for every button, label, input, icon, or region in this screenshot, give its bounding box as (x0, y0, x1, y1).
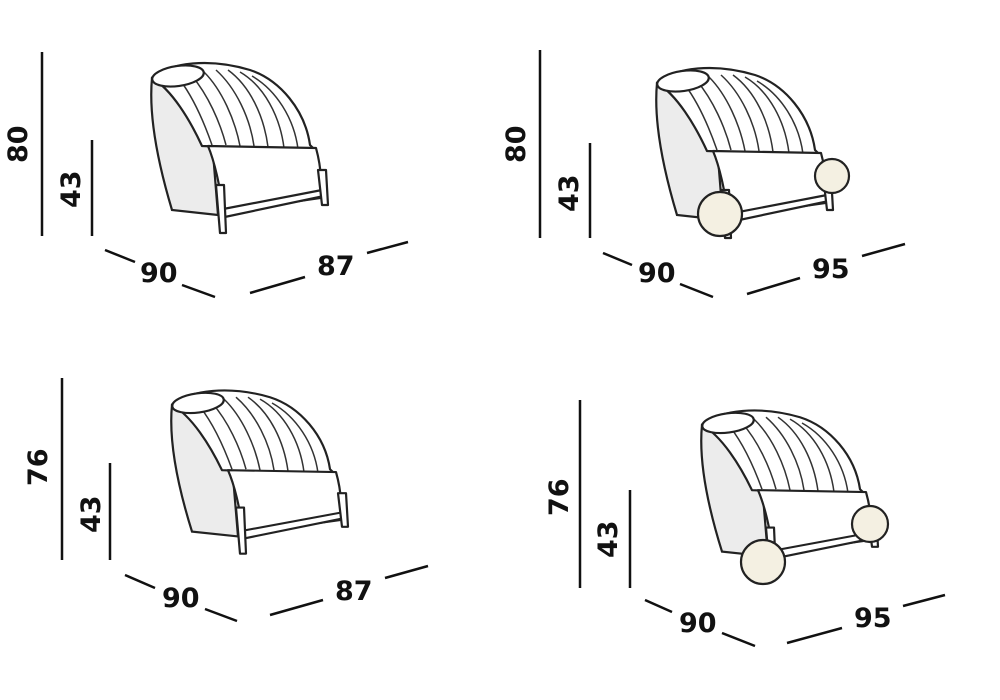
width-dimension-line (746, 276, 801, 296)
width-label: 95 (854, 603, 892, 634)
height-total-label: 80 (3, 125, 34, 163)
height-total-label: 76 (23, 448, 54, 486)
seat-height-label: 43 (56, 170, 87, 208)
width-dimension-line (269, 598, 324, 617)
depth-dimension-line (181, 283, 216, 299)
drawing-1: 80 43 90 87 (3, 52, 409, 299)
depth-dimension-line (104, 248, 136, 264)
depth-label: 90 (162, 583, 200, 614)
armchair-legs-illustration (149, 61, 330, 235)
width-label: 95 (812, 254, 850, 285)
width-dimension-line (786, 626, 843, 645)
depth-dimension-line (679, 282, 714, 299)
drawing-4: 76 43 90 95 (544, 400, 946, 648)
width-label: 87 (335, 576, 373, 607)
depth-dimension-line (721, 631, 756, 648)
drawing-2: 80 43 90 95 (501, 50, 906, 299)
height-total-label: 80 (501, 125, 532, 163)
depth-dimension-line (644, 598, 673, 614)
wheel (813, 157, 851, 195)
armchair-wheels-illustration (654, 66, 835, 240)
wheel (850, 504, 890, 544)
depth-dimension-line (602, 251, 633, 267)
wheel (696, 190, 744, 238)
width-dimension-line (366, 240, 409, 255)
seat-height-label: 43 (593, 520, 624, 558)
drawing-3: 76 43 90 87 (23, 378, 429, 623)
depth-label: 90 (140, 258, 178, 289)
width-dimension-line (384, 564, 429, 580)
seat-height-label: 43 (76, 495, 107, 533)
height-total-label: 76 (544, 478, 575, 516)
width-label: 87 (317, 251, 355, 282)
depth-label: 90 (638, 258, 676, 289)
wheel (739, 538, 787, 586)
depth-label: 90 (679, 608, 717, 639)
width-dimension-line (861, 242, 906, 258)
width-dimension-line (249, 275, 306, 295)
depth-dimension-line (124, 573, 156, 590)
armchair-wheels-illustration (699, 408, 880, 575)
depth-dimension-line (204, 607, 238, 623)
width-dimension-line (902, 593, 946, 608)
armchair-legs-illustration (169, 388, 350, 555)
seat-height-label: 43 (554, 174, 585, 212)
